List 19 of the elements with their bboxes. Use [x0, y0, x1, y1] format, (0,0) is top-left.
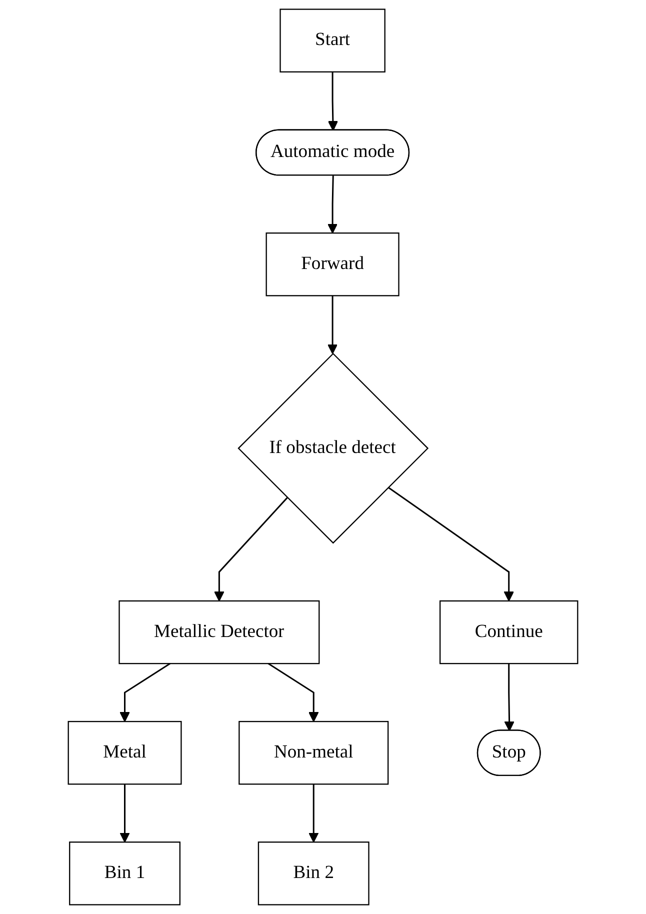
node-box: Metallic Detector [118, 600, 320, 664]
arrow [268, 662, 319, 722]
node-box: Bin 1 [69, 842, 180, 906]
arrow [308, 784, 319, 843]
node-box: Forward [266, 232, 400, 296]
arrow [120, 662, 171, 722]
arrow [120, 784, 130, 843]
node-box: Metal [68, 720, 182, 785]
node-box: Continue [439, 600, 578, 664]
arrow [214, 497, 288, 602]
arrow [388, 486, 514, 602]
node-box: Bin 2 [258, 842, 370, 906]
arrow [328, 72, 338, 131]
arrow [327, 296, 338, 354]
arrow [504, 664, 514, 732]
arrow [327, 176, 338, 234]
node-diamond: If obstacle detect [238, 352, 429, 544]
node-box: Non-metal [238, 720, 389, 785]
node-box: Start [280, 8, 386, 72]
